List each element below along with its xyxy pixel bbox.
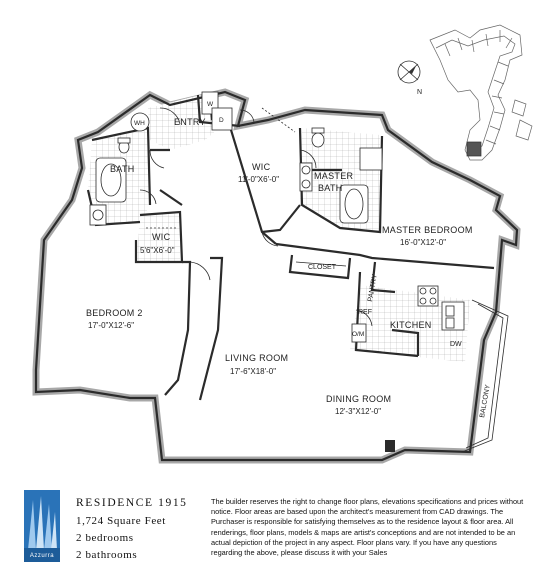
label-master-bedroom: MASTER BEDROOM bbox=[382, 225, 473, 235]
residence-bedrooms: 2 bedrooms bbox=[76, 532, 134, 544]
label-bath: BATH bbox=[110, 164, 135, 174]
compass-north-label: N bbox=[417, 89, 422, 96]
doors bbox=[139, 107, 373, 327]
fixtures bbox=[89, 91, 465, 343]
label-closet: CLOSET bbox=[308, 264, 337, 271]
label-bedroom2: BEDROOM 2 bbox=[86, 308, 143, 318]
label-entry: ENTRY bbox=[174, 117, 206, 127]
label-dw: DW bbox=[450, 341, 462, 348]
label-living-room: LIVING ROOM bbox=[225, 353, 288, 363]
label-w: W bbox=[207, 101, 214, 108]
residence-area: 1,724 Square Feet bbox=[76, 515, 166, 527]
label-dining-room-dim: 12'-3"X12'-0" bbox=[335, 407, 381, 416]
residence-bathrooms: 2 bathrooms bbox=[76, 549, 138, 561]
compass: N bbox=[397, 60, 422, 96]
label-wic-small-dim: 5'6"X6'-0" bbox=[140, 246, 175, 255]
label-master-bath-2: BATH bbox=[318, 183, 343, 193]
label-wic-master-dim: 11'-0"X6'-0" bbox=[238, 175, 279, 184]
label-pantry: PANTRY bbox=[367, 273, 379, 302]
disclaimer-text: The builder reserves the right to change… bbox=[211, 497, 524, 558]
label-master-bath-1: MASTER bbox=[314, 171, 354, 181]
brand-name: Azzurra bbox=[29, 553, 55, 559]
key-plan bbox=[429, 24, 533, 161]
label-wic-master: WIC bbox=[252, 162, 271, 172]
label-wic-small: WIC bbox=[152, 232, 171, 242]
floor-plan: ENTRY BATH WIC 5'6"X6'-0" WIC 11'-0"X6'-… bbox=[32, 24, 533, 464]
label-bedroom2-dim: 17'-0"X12'-6" bbox=[88, 321, 134, 330]
label-living-room-dim: 17'-6"X18'-0" bbox=[230, 367, 276, 376]
brand-logo bbox=[24, 490, 60, 562]
kitchen-tile bbox=[350, 285, 470, 362]
wic-small-tile bbox=[136, 212, 180, 262]
label-om: O/M bbox=[352, 331, 364, 338]
label-kitchen: KITCHEN bbox=[390, 320, 432, 330]
label-d: D bbox=[219, 117, 224, 124]
label-dining-room: DINING ROOM bbox=[326, 394, 391, 404]
label-ref: REF bbox=[358, 309, 372, 316]
label-master-bedroom-dim: 16'-0"X12'-0" bbox=[400, 238, 446, 247]
label-wh: WH bbox=[134, 120, 145, 127]
residence-title: RESIDENCE 1915 bbox=[76, 497, 188, 509]
